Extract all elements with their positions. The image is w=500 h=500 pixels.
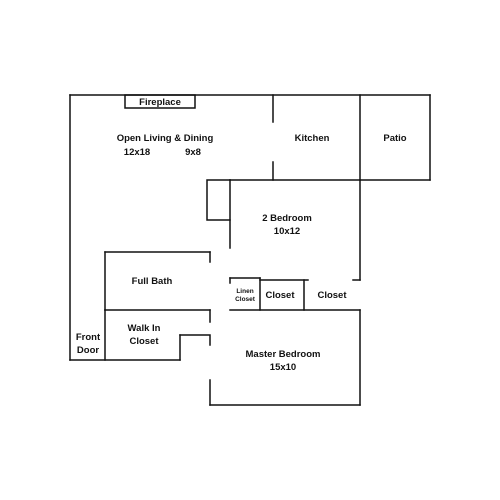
living-dining-label: Open Living & Dining bbox=[117, 133, 214, 144]
dining-dimensions: 9x8 bbox=[185, 147, 201, 158]
closet-b-label: Closet bbox=[317, 290, 347, 301]
walls bbox=[69, 94, 431, 406]
fireplace-label: Fireplace bbox=[139, 97, 181, 108]
labels: Fireplace Open Living & Dining 12x18 9x8… bbox=[76, 97, 407, 373]
master-top-left-wall bbox=[179, 334, 211, 346]
master-dimensions: 15x10 bbox=[270, 362, 296, 373]
living-dimensions: 12x18 bbox=[124, 147, 150, 158]
patio-label: Patio bbox=[383, 133, 406, 144]
kitchen-label: Kitchen bbox=[295, 133, 330, 144]
front-door-label-2: Door bbox=[77, 345, 99, 356]
hall-closet-wall bbox=[206, 179, 231, 221]
linen-closet-label-2: Closet bbox=[235, 296, 256, 303]
master-bedroom-label: Master Bedroom bbox=[246, 349, 321, 360]
walk-in-label-1: Walk In bbox=[128, 323, 161, 334]
closet-a-label: Closet bbox=[265, 290, 295, 301]
fireplace-box bbox=[124, 94, 196, 109]
linen-closet-label-1: Linen bbox=[236, 288, 253, 295]
walk-in-label-2: Closet bbox=[129, 336, 159, 347]
full-bath-label: Full Bath bbox=[132, 276, 173, 287]
bedroom2-label: 2 Bedroom bbox=[262, 213, 312, 224]
bedroom2-dimensions: 10x12 bbox=[274, 226, 300, 237]
front-door-label-1: Front bbox=[76, 332, 101, 343]
